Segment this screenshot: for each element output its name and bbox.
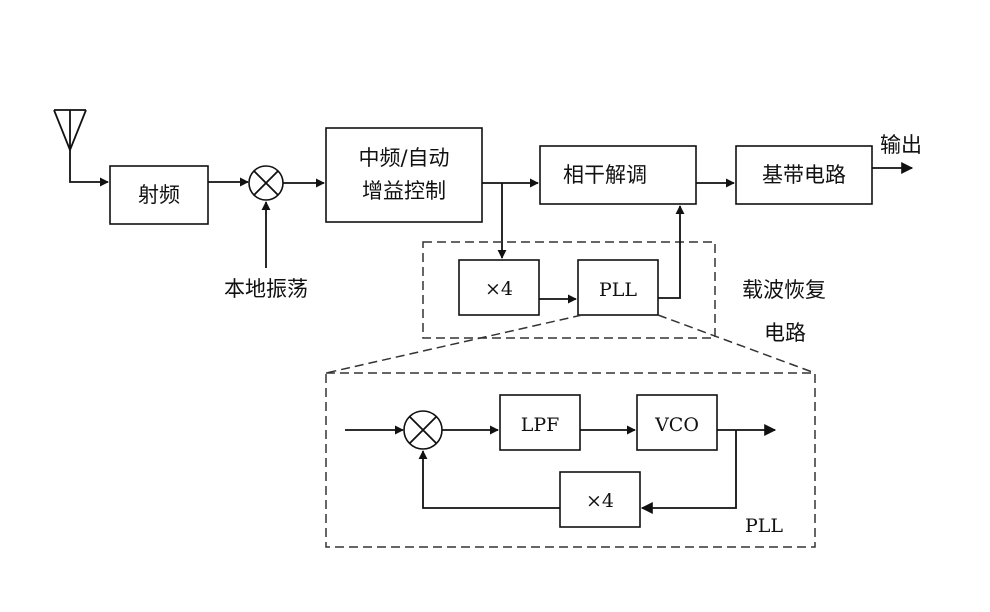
carrier-recovery-region [422, 241, 716, 339]
coherent-demod-block: 相干解调 [539, 145, 697, 205]
mult4-top-block: ×4 [458, 259, 540, 316]
mult4-bottom-label: ×4 [586, 490, 614, 512]
mult4-bottom-block: ×4 [559, 471, 641, 528]
carrier-recovery-label-line1: 载波恢复 [742, 278, 826, 302]
vco-block: VCO [636, 394, 718, 451]
vco-feedback-arrow [640, 430, 737, 514]
mult4-to-mixer-arrow [418, 450, 560, 509]
lpf-label: LPF [521, 414, 560, 436]
mixer-icon [248, 165, 284, 201]
if-agc-label-line2: 增益控制 [362, 179, 446, 203]
rf-block: 射频 [109, 165, 209, 225]
pll-top-block: PLL [577, 259, 659, 316]
if-agc-label-line1: 中频/自动 [358, 146, 449, 170]
antenna-to-rf-arrow [69, 150, 109, 187]
coherent-demod-label: 相干解调 [563, 163, 647, 187]
zoom-lines [325, 314, 816, 374]
mult4-top-label: ×4 [485, 278, 513, 300]
pll-detail-label: PLL [745, 515, 783, 537]
pll-detail-region [325, 372, 816, 548]
baseband-block: 基带电路 [735, 145, 873, 205]
antenna-icon [53, 109, 87, 153]
vco-label: VCO [654, 414, 699, 436]
pll-top-label: PLL [599, 279, 637, 301]
rf-label: 射频 [138, 183, 180, 207]
local-osc-label: 本地振荡 [224, 277, 308, 301]
baseband-label: 基带电路 [762, 163, 846, 187]
mixer-icon [403, 410, 443, 450]
carrier-recovery-label-line2: 电路 [764, 321, 806, 345]
output-label: 输出 [880, 133, 922, 157]
pll-to-demod-arrow [658, 205, 685, 299]
if-agc-block: 中频/自动 增益控制 [325, 127, 483, 223]
lpf-block: LPF [499, 394, 581, 451]
